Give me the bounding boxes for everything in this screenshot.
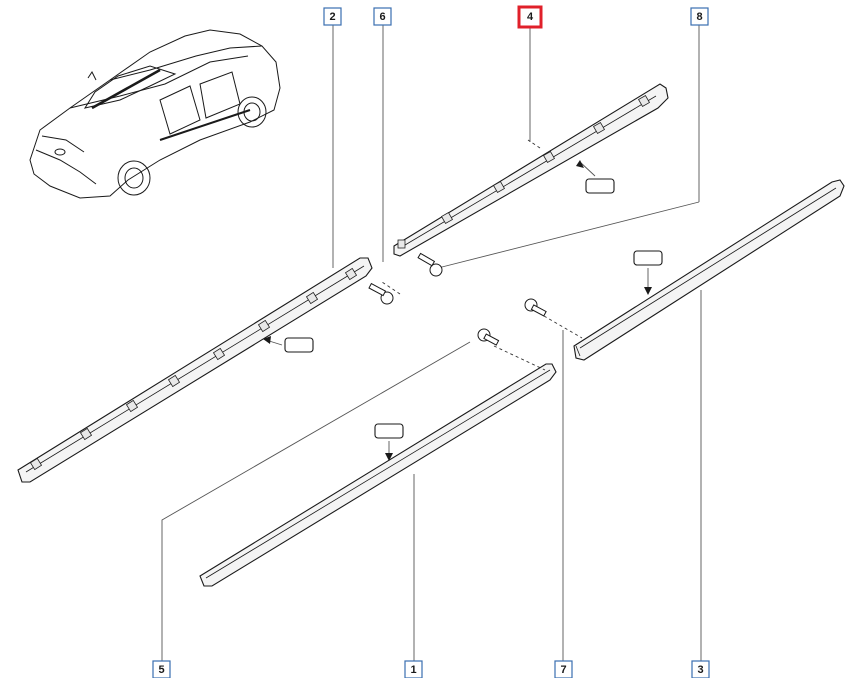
svg-text:1: 1: [410, 664, 416, 676]
callout-5[interactable]: 5: [152, 660, 171, 678]
screw-icon: [368, 252, 547, 346]
callout-3[interactable]: 3: [691, 660, 710, 678]
car-icon: [29, 29, 281, 199]
callout-4[interactable]: 4: [517, 5, 543, 29]
fitting-guides: [381, 139, 583, 371]
adhesive-tape-icon: [263, 160, 663, 461]
callout-7[interactable]: 7: [554, 660, 573, 678]
part-1-moulding[interactable]: [199, 363, 557, 587]
callout-1[interactable]: 1: [404, 660, 423, 678]
leader-lines: [161, 25, 702, 663]
callout-2[interactable]: 2: [323, 7, 342, 26]
svg-text:2: 2: [329, 11, 335, 23]
svg-text:4: 4: [527, 11, 534, 23]
callout-8[interactable]: 8: [690, 7, 709, 26]
callout-6[interactable]: 6: [373, 7, 392, 26]
part-2-moulding[interactable]: [17, 257, 373, 483]
part-4-moulding[interactable]: [393, 83, 669, 257]
svg-text:6: 6: [379, 11, 385, 23]
svg-text:7: 7: [560, 664, 566, 676]
part-3-moulding[interactable]: [573, 179, 845, 361]
svg-text:8: 8: [696, 11, 702, 23]
svg-text:5: 5: [158, 664, 164, 676]
svg-text:3: 3: [697, 664, 703, 676]
